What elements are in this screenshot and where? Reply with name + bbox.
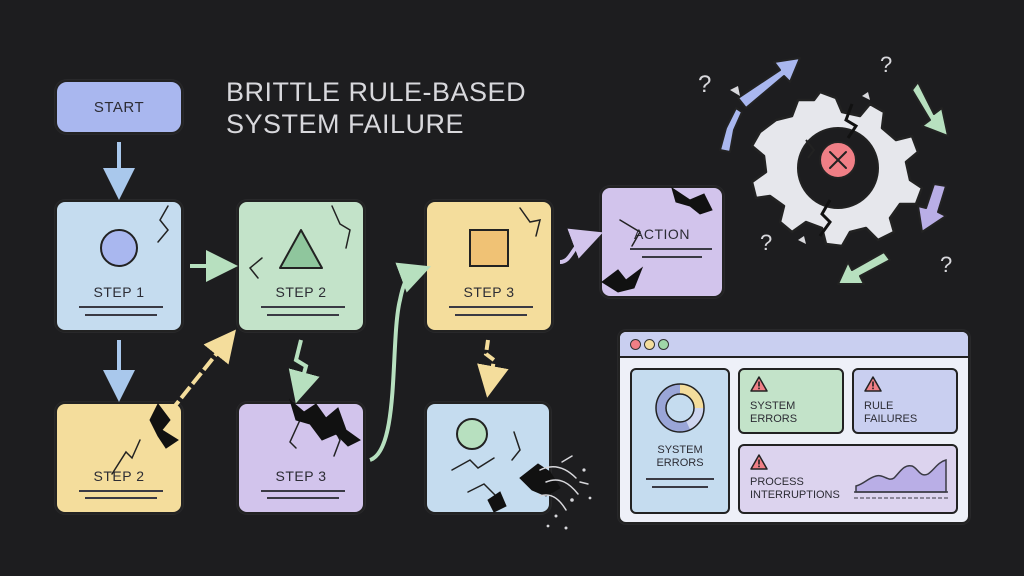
question-mark: ? (940, 252, 952, 277)
underline (85, 497, 157, 499)
donut-card-label: SYSTEM ERRORS (656, 444, 704, 469)
underline (261, 306, 345, 308)
question-mark: ? (880, 52, 892, 77)
circle-shape (456, 418, 488, 450)
rule-failures-label: RULE FAILURES (864, 400, 918, 425)
step1-label: STEP 1 (93, 284, 145, 300)
broken-step2-label: STEP 2 (93, 468, 145, 484)
underline (630, 248, 712, 250)
underline (267, 314, 339, 316)
underline (85, 314, 157, 316)
diagram-title: BRITTLE RULE-BASED SYSTEM FAILURE (226, 76, 526, 140)
arrow-bottom-to-step2 (168, 329, 236, 414)
card-system-errors-donut: SYSTEM ERRORS (630, 368, 730, 514)
close-dot-icon[interactable] (630, 339, 641, 350)
step3-label: STEP 3 (463, 284, 515, 300)
start-label: START (93, 99, 145, 116)
underline (79, 306, 163, 308)
underline (455, 314, 527, 316)
debris-lines (539, 455, 589, 511)
underline (79, 490, 163, 492)
arrow-step3-to-action (559, 228, 603, 264)
crack-marks (111, 205, 642, 497)
donut-chart-icon (655, 383, 705, 433)
triangle-shape (279, 229, 323, 269)
underline (267, 497, 339, 499)
warning-icon (864, 376, 882, 392)
cycle-arrow-bottom-right (917, 183, 947, 233)
start-node: START (55, 80, 183, 134)
title-line-2: SYSTEM FAILURE (226, 109, 465, 139)
dashboard-window: SYSTEM ERRORS SYSTEM ERRORS RULE FAILURE… (618, 330, 970, 524)
card-system-errors: SYSTEM ERRORS (738, 368, 844, 434)
break-fragments (149, 186, 713, 513)
square-shape (469, 229, 509, 267)
warning-icon (750, 454, 768, 470)
minimize-dot-icon[interactable] (644, 339, 655, 350)
card-process-interruptions: PROCESS INTERRUPTIONS (738, 444, 958, 514)
underline (642, 256, 702, 258)
cycle-arrow-left (719, 107, 743, 153)
cycle-arrow-bottom (837, 251, 891, 285)
arrow-step2-down-broken (288, 339, 320, 404)
card-rule-failures: RULE FAILURES (852, 368, 958, 434)
underline (261, 490, 345, 492)
arrow-step3-down-broken (477, 339, 509, 398)
question-mark: ? (698, 71, 711, 98)
window-titlebar (620, 332, 968, 358)
shattered-node (425, 402, 551, 514)
action-label: ACTION (634, 226, 690, 242)
sparkline-chart-icon (854, 459, 948, 499)
cycle-arrow-right (911, 81, 949, 137)
gear-fragments (730, 86, 870, 244)
cycle-arrow-top (737, 57, 801, 109)
process-interruptions-label: PROCESS INTERRUPTIONS (750, 476, 840, 501)
circle-shape (100, 229, 138, 267)
arrow-step3-curve-up (369, 262, 431, 462)
x-icon (819, 141, 857, 179)
title-line-1: BRITTLE RULE-BASED (226, 77, 527, 107)
system-errors-label: SYSTEM ERRORS (750, 400, 798, 425)
step2-label: STEP 2 (275, 284, 327, 300)
warning-icon (750, 376, 768, 392)
question-mark: ? (760, 230, 772, 255)
maximize-dot-icon[interactable] (658, 339, 669, 350)
underline (646, 478, 714, 480)
debris-dots (546, 468, 592, 530)
broken-step3-label: STEP 3 (275, 468, 327, 484)
underline (652, 486, 708, 488)
underline (449, 306, 533, 308)
